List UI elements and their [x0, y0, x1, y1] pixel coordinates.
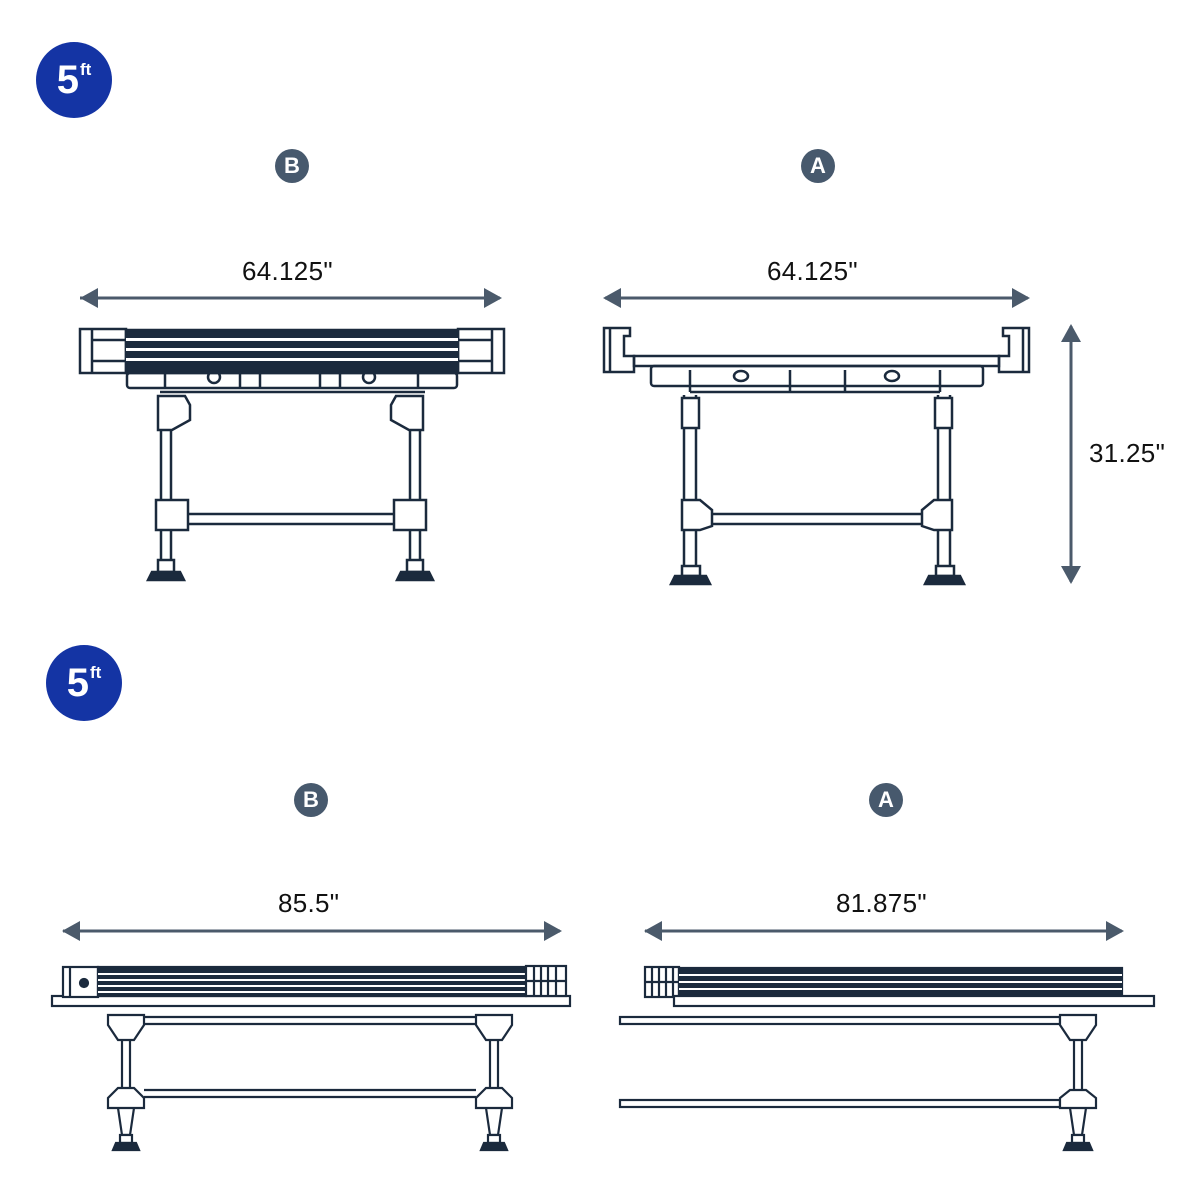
height-dimension-label: 31.25"	[1089, 438, 1166, 468]
view-b-side-drawing	[50, 964, 572, 1152]
view-badge-b: B	[294, 783, 328, 817]
size-badge-5ft: 5 ft	[46, 645, 122, 721]
view-a-table-drawing	[602, 326, 1031, 586]
width-dimension-label: 85.5"	[278, 888, 340, 918]
view-b-table-drawing	[78, 327, 506, 582]
view-badge-a: A	[869, 783, 903, 817]
view-badge-b: B	[275, 149, 309, 183]
view-a-side-drawing	[618, 965, 1156, 1152]
size-unit: ft	[79, 60, 92, 79]
width-dimension-label: 64.125"	[242, 256, 333, 286]
size-number: 5	[66, 661, 89, 705]
size-number: 5	[56, 58, 79, 102]
size-badge-5ft: 5 ft	[36, 42, 112, 118]
size-unit: ft	[89, 663, 102, 682]
dimension-arrows	[62, 288, 1124, 941]
width-dimension-label: 64.125"	[767, 256, 858, 286]
width-dimension-label: 81.875"	[836, 888, 927, 918]
view-badge-a: A	[801, 149, 835, 183]
